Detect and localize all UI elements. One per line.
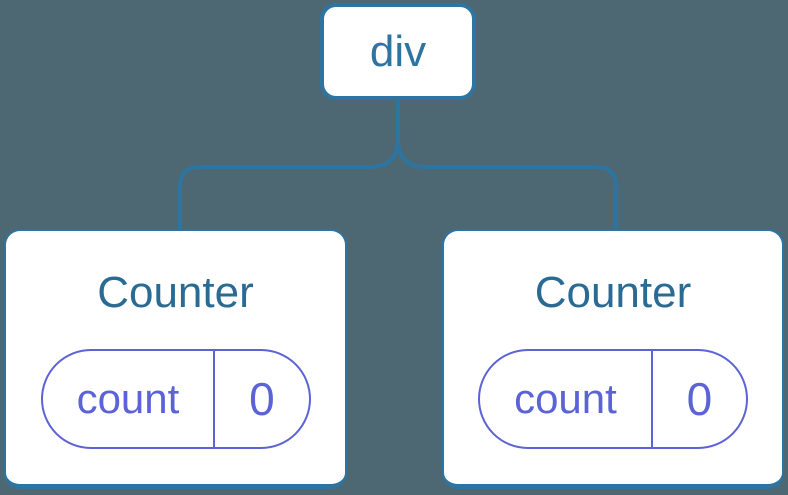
state-value: 0 bbox=[249, 373, 275, 425]
state-value: 0 bbox=[686, 373, 713, 425]
root-node-div: div bbox=[320, 3, 476, 100]
counter-card-right: Counter count 0 bbox=[442, 229, 784, 489]
state-pill: count 0 bbox=[478, 349, 748, 449]
state-key-label: count bbox=[43, 351, 216, 447]
component-title: Counter bbox=[97, 268, 254, 317]
counter-card-left: Counter count 0 bbox=[4, 229, 347, 489]
root-node-label: div bbox=[369, 26, 427, 76]
state-key-label: count bbox=[480, 351, 653, 447]
component-title: Counter bbox=[534, 268, 692, 317]
state-pill: count 0 bbox=[40, 349, 311, 449]
connector-right-branch bbox=[396, 100, 618, 230]
connector-left-branch bbox=[178, 100, 400, 230]
